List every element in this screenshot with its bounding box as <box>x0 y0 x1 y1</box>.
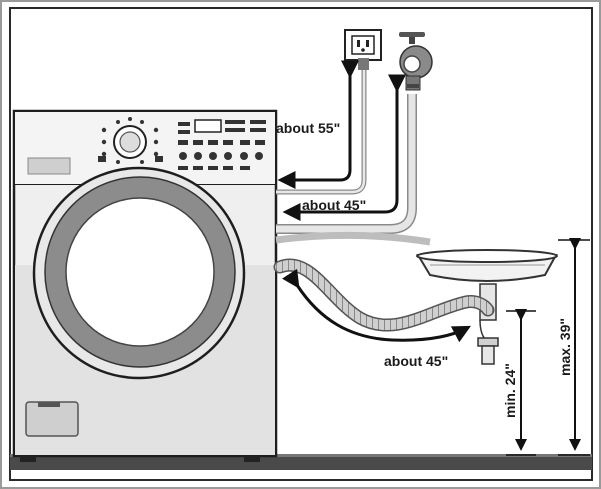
dial-markers <box>98 117 163 164</box>
inlet-hose-length-label: about 45" <box>302 197 366 213</box>
sink-basin <box>416 249 558 282</box>
door-glass <box>65 197 215 347</box>
max-height-dimension <box>558 238 590 456</box>
drain-max-height-label: max. 39" <box>557 318 573 376</box>
power-cord-length-label: about 55" <box>276 120 340 136</box>
detergent-drawer <box>27 157 71 175</box>
floor-highlight <box>10 454 592 457</box>
filter-access-panel <box>25 401 79 437</box>
washer-foot-right <box>244 456 260 462</box>
drain-hose-top <box>275 231 431 246</box>
drain-min-height-label: min. 24" <box>502 363 518 418</box>
drain-hose-arrow <box>282 268 471 343</box>
drain-hose-length-label: about 45" <box>384 353 448 369</box>
inlet-hose-arrow <box>282 74 406 221</box>
option-buttons <box>178 120 266 170</box>
power-outlet-icon <box>344 29 382 70</box>
water-tap-icon <box>399 32 433 91</box>
washing-machine <box>12 109 278 462</box>
washer-foot-left <box>20 456 36 462</box>
floor <box>10 456 592 470</box>
display-screen <box>194 119 222 133</box>
min-height-dimension <box>506 309 536 456</box>
